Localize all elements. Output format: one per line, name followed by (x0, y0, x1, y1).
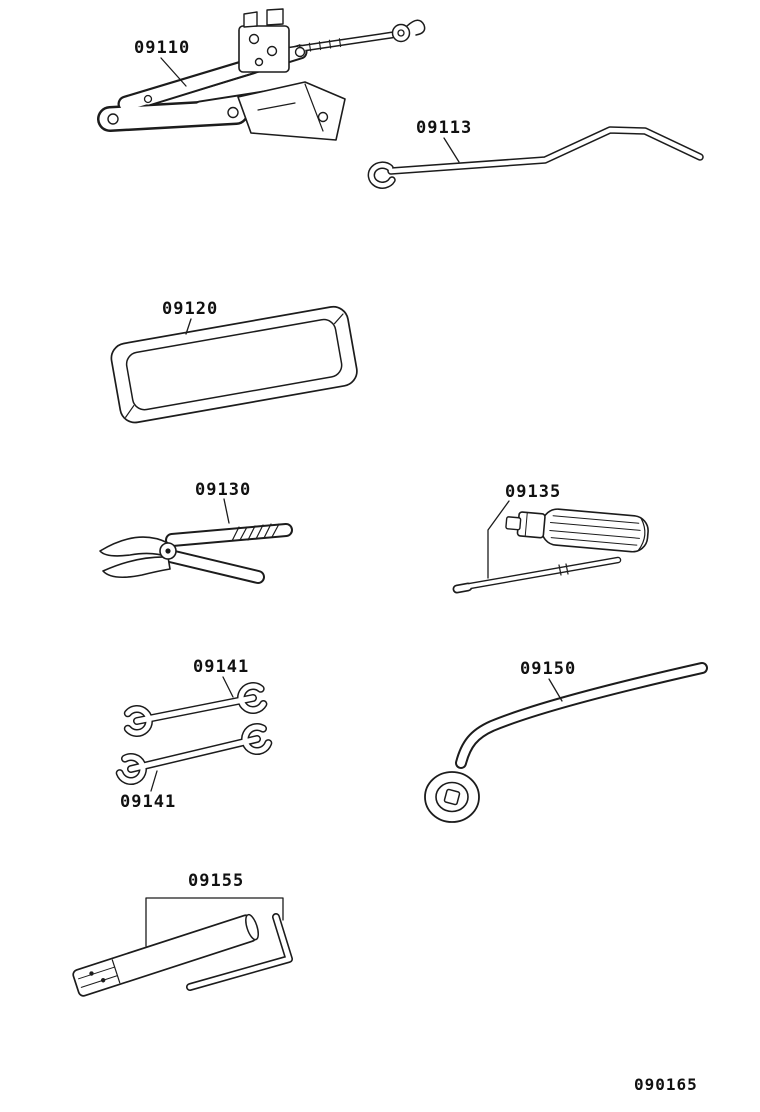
open-end-wrench-upper-illustration (128, 686, 264, 733)
scissor-jack-illustration (108, 8, 426, 141)
callout-09155[interactable]: 09155 (188, 871, 245, 891)
callout-09150[interactable]: 09150 (520, 659, 577, 679)
diagram-code: 090165 (634, 1075, 698, 1094)
wheel-nut-wrench-illustration (424, 668, 702, 823)
callout-09120[interactable]: 09120 (162, 299, 219, 319)
callout-09141-lower[interactable]: 09141 (120, 792, 177, 812)
pliers-illustration (99, 524, 286, 577)
callout-09113[interactable]: 09113 (416, 118, 473, 138)
callout-09130[interactable]: 09130 (195, 480, 252, 500)
callout-09141-upper[interactable]: 09141 (193, 657, 250, 677)
tool-bag-illustration (110, 305, 358, 424)
callout-09135[interactable]: 09135 (505, 482, 562, 502)
jack-handle-illustration (371, 130, 700, 185)
leader-lines (145, 57, 563, 947)
socket-bar-illustration (72, 913, 260, 997)
screwdriver-illustration (457, 508, 649, 589)
callout-09110[interactable]: 09110 (134, 38, 191, 58)
